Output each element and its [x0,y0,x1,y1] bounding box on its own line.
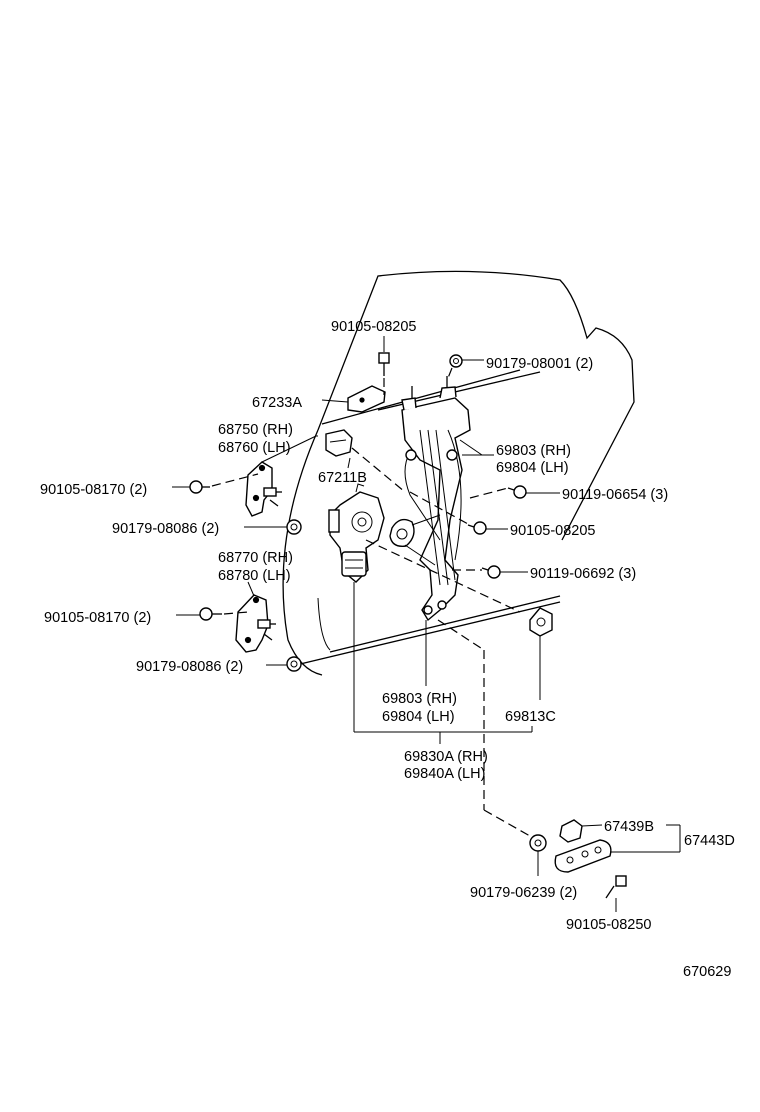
label-68780: 68780 (LH) [218,568,291,584]
part-labels: 90105-08205 90179-08001 (2) 67233A 68750… [40,319,735,980]
door-glass-outline [282,270,635,676]
bracket-67233A [347,385,386,413]
label-90179-06239: 90179-06239 (2) [470,885,577,901]
label-90105-08170-b: 90105-08170 (2) [44,610,151,626]
bracket-67211B [325,429,353,457]
assembly-dashed-lines [211,367,531,837]
label-67439B: 67439B [604,819,654,835]
label-69804-lower: 69804 (LH) [382,709,455,725]
label-68750: 68750 (RH) [218,422,293,438]
label-68770: 68770 (RH) [218,550,293,566]
label-67233A: 67233A [252,395,302,411]
label-67211B: 67211B [318,470,367,486]
label-90105-08170-a: 90105-08170 (2) [40,482,147,498]
label-90105-08205-mid: 90105-08205 [510,523,595,539]
fasteners [189,352,627,899]
label-69830A: 69830A (RH) [404,749,488,765]
label-67443D: 67443D [684,833,735,849]
label-90179-08086-a: 90179-08086 (2) [112,521,219,537]
illustration-number: 670629 [683,964,731,980]
upper-hinge [245,461,282,517]
label-90105-08205-top: 90105-08205 [331,319,416,335]
label-69813C: 69813C [505,709,556,725]
label-68760: 68760 (LH) [218,440,291,456]
label-90119-06692: 90119-06692 (3) [530,566,636,582]
label-69803-upper: 69803 (RH) [496,443,571,459]
label-69804-upper: 69804 (LH) [496,460,569,476]
label-90179-08001: 90179-08001 (2) [486,356,593,372]
label-69803-lower: 69803 (RH) [382,691,457,707]
label-90105-08250: 90105-08250 [566,917,651,933]
label-90179-08086-b: 90179-08086 (2) [136,659,243,675]
label-90119-06654: 90119-06654 (3) [562,487,668,503]
leader-lines [172,336,681,912]
power-window-motor [328,483,385,583]
lower-hinge [235,594,276,653]
label-69840A: 69840A (LH) [404,766,485,782]
